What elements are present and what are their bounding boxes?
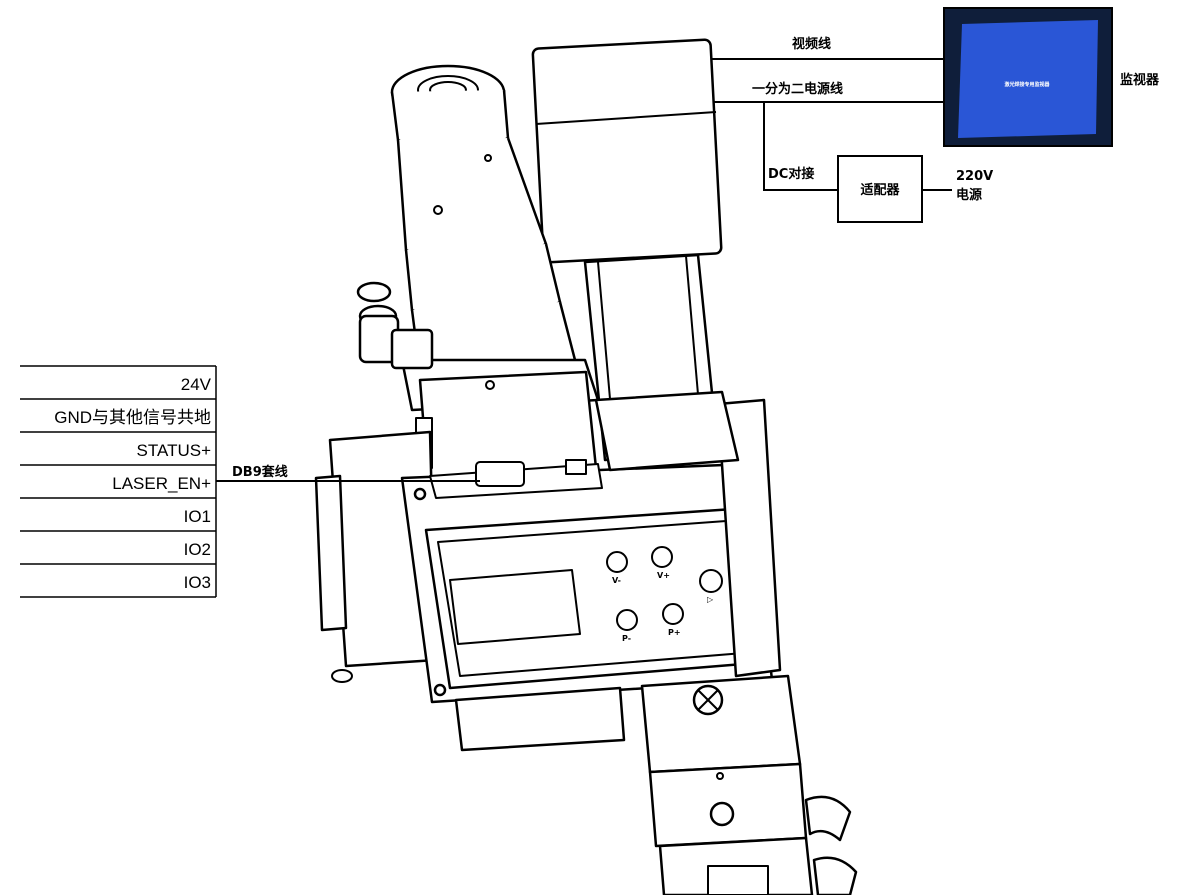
- button-p-minus: [616, 609, 638, 631]
- panel-buttons: [606, 546, 723, 631]
- display-window: [449, 569, 581, 645]
- pin-laser-en: LASER_EN+: [112, 474, 211, 493]
- button-v-plus: [651, 546, 673, 568]
- monitor-screen-text: 激光焊接专用监视器: [1004, 81, 1050, 88]
- button-v-minus: [606, 551, 628, 573]
- button-label-p-minus: P-: [622, 634, 631, 643]
- monitor-label: 监视器: [1120, 72, 1160, 88]
- db9-port: [475, 461, 525, 487]
- dc-connect-label: DC对接: [768, 166, 814, 182]
- button-p-plus: [662, 603, 684, 625]
- button-label-v-minus: V-: [612, 576, 621, 585]
- button-label-v-plus: V+: [657, 571, 670, 580]
- camera-box: [531, 38, 723, 264]
- welding-head-drawing: [314, 38, 858, 895]
- button-label-play: ▷: [707, 595, 714, 604]
- video-line-label: 视频线: [792, 36, 831, 52]
- pin-gnd: GND与其他信号共地: [54, 408, 211, 427]
- power-source-label: 电源: [956, 187, 982, 203]
- pin-24v: 24V: [181, 375, 212, 394]
- adapter-label: 适配器: [860, 182, 900, 198]
- v220-label: 220V: [956, 169, 993, 184]
- power-split-label: 一分为二电源线: [752, 81, 843, 97]
- monitor: 激光焊接专用监视器: [943, 7, 1113, 147]
- pin-io1: IO1: [184, 507, 211, 526]
- pin-io2: IO2: [184, 540, 211, 559]
- adapter-box: [837, 155, 923, 223]
- button-label-p-plus: P+: [668, 628, 681, 637]
- pin-io3: IO3: [184, 573, 211, 592]
- dc-branch-cable: [763, 102, 838, 191]
- pin-status: STATUS+: [137, 441, 212, 460]
- pin-table: [20, 365, 217, 598]
- button-play: [699, 569, 723, 593]
- db9-label: DB9套线: [232, 464, 288, 480]
- monitor-screen: [958, 20, 1098, 138]
